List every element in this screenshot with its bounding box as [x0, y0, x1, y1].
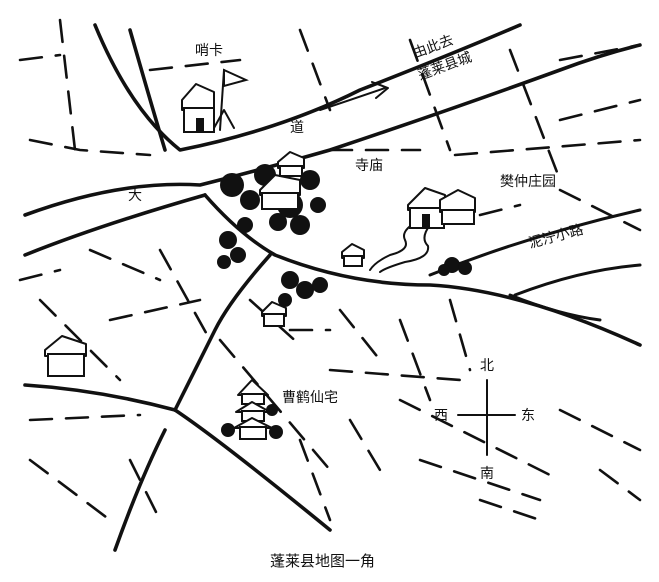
left-south-road — [113, 428, 167, 552]
main-road-north-edge — [93, 23, 522, 152]
road-left-loop — [128, 28, 167, 152]
label-cao-residence: 曹鹤仙宅 — [282, 390, 338, 406]
manor-path — [369, 219, 431, 273]
temple-cluster — [220, 151, 326, 235]
label-checkpoint: 哨卡 — [195, 43, 223, 59]
main-road-west-top — [23, 193, 207, 257]
label-temple: 寺庙 — [355, 158, 383, 174]
cao-residence-building — [221, 379, 283, 440]
label-road-char-2: 大 — [128, 188, 142, 204]
crossroad-lower — [173, 253, 272, 412]
roadside-hut — [341, 243, 365, 267]
map-caption: 蓬莱县地图一角 — [270, 552, 375, 570]
compass-west: 西 — [434, 408, 448, 424]
compass-north: 北 — [480, 358, 494, 374]
road-network — [23, 23, 642, 552]
arrow-to-county-seat — [319, 81, 389, 111]
compass-east: 东 — [521, 408, 535, 424]
fan-manor-buildings — [407, 187, 476, 229]
label-road-char-1: 道 — [290, 120, 304, 136]
compass-south: 南 — [480, 466, 494, 482]
label-muddy-path: 泥泞小路 — [527, 222, 585, 252]
checkpoint-building — [181, 68, 249, 133]
east-fork — [508, 293, 602, 322]
diagonal-south — [23, 383, 177, 412]
compass-rose: 北 南 西 东 — [434, 358, 535, 482]
label-fan-manor: 樊仲庄园 — [500, 173, 556, 190]
field-boundaries — [18, 18, 642, 522]
tree-clumps — [217, 231, 472, 307]
southern-road — [173, 408, 332, 532]
muddy-path-edge-2 — [513, 263, 642, 297]
main-road-south-edge — [23, 43, 642, 217]
southwest-house — [44, 335, 87, 377]
west-house — [261, 301, 287, 327]
